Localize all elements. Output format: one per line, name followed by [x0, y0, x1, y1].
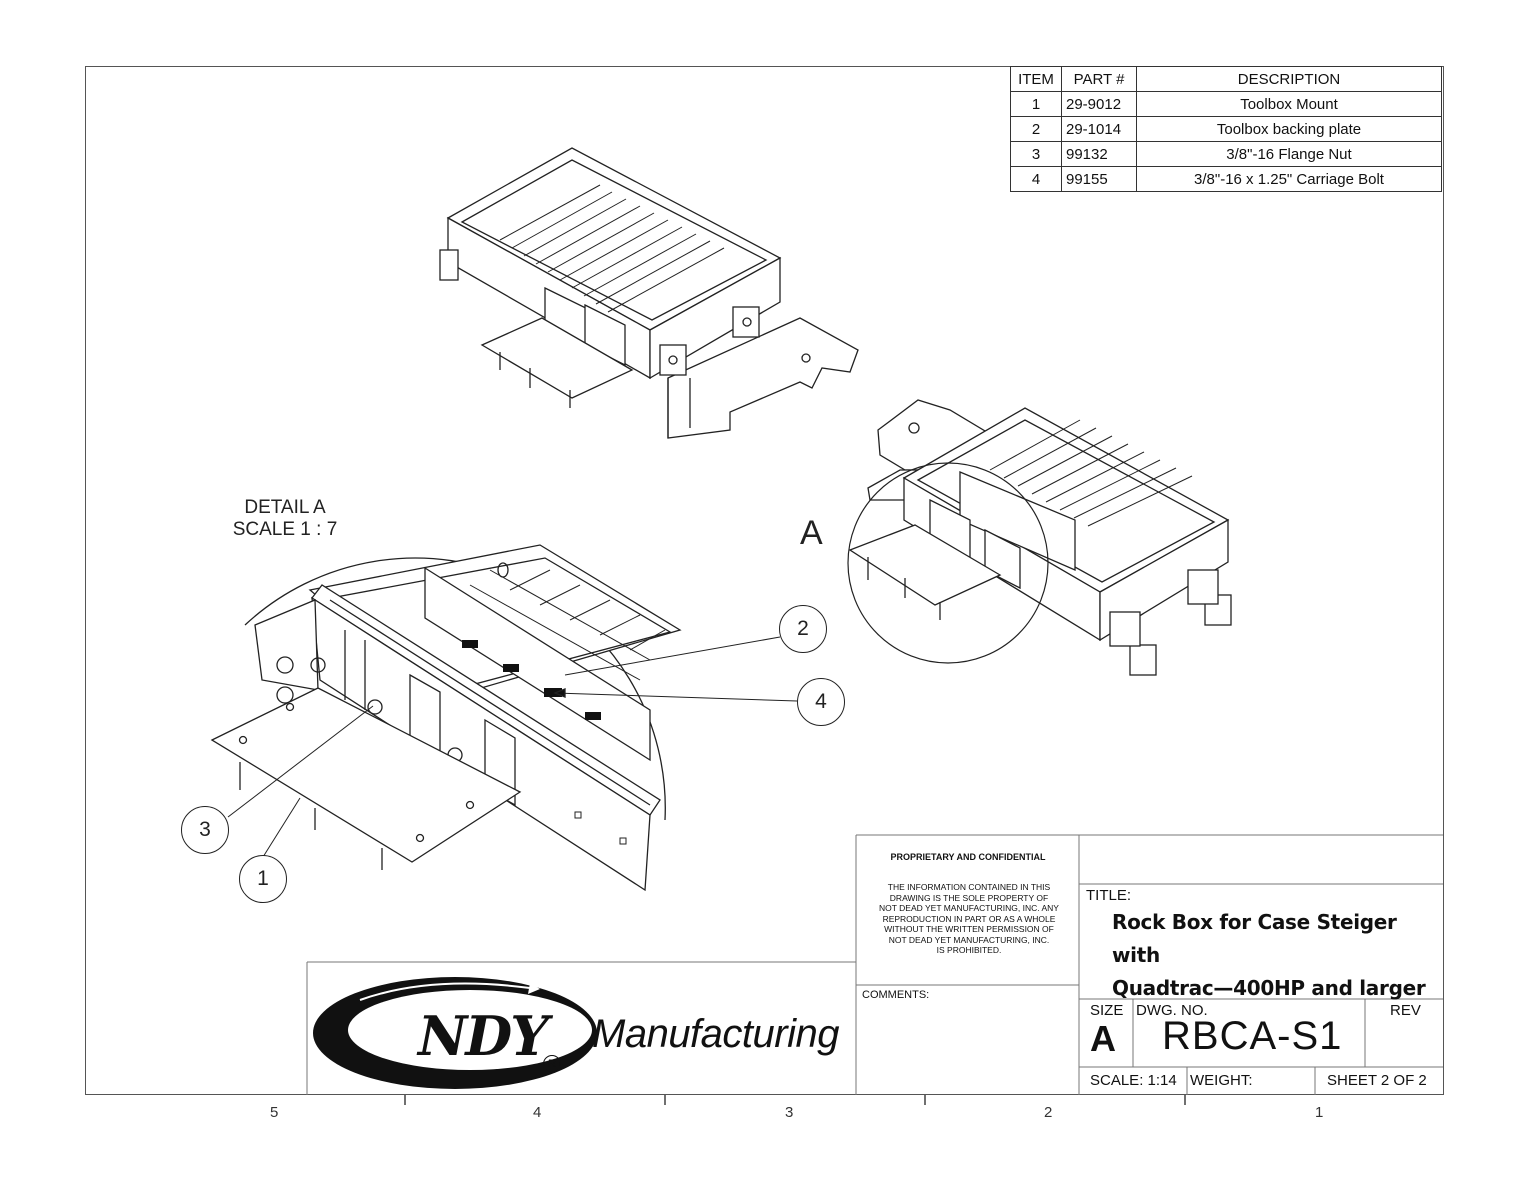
notice-line: REPRODUCTION IN PART OR AS A WHOLE — [882, 913, 1056, 924]
detail-scale: SCALE 1 : 7 — [232, 519, 338, 540]
title-label: TITLE: — [1086, 887, 1132, 904]
drawing-title-line: Rock Box for Case Steiger with — [1112, 910, 1397, 967]
comments-label: COMMENTS: — [862, 989, 930, 1001]
bom-header-row: ITEM PART # DESCRIPTION — [1010, 66, 1442, 92]
drawing-title-line: Quadtrac—400HP and larger — [1112, 976, 1426, 1000]
balloon-2: 2 — [779, 605, 827, 653]
top-isometric-view — [439, 147, 859, 439]
registered-mark: R — [543, 1055, 561, 1073]
bom-row: 2 29-1014 Toolbox backing plate — [1010, 116, 1442, 142]
proprietary-title: PROPRIETARY AND CONFIDENTIAL — [890, 852, 1046, 862]
zone-label-1: 1 — [1315, 1104, 1324, 1121]
notice-line: NOT DEAD YET MANUFACTURING, INC. — [888, 934, 1050, 945]
bom-cell-part: 29-1014 — [1061, 116, 1137, 142]
rev-label: REV — [1390, 1002, 1421, 1019]
bom-cell-description: 3/8"-16 x 1.25" Carriage Bolt — [1136, 166, 1442, 192]
size-value: A — [1090, 1018, 1116, 1059]
bom-cell-item: 2 — [1010, 116, 1062, 142]
dwg-no-label: DWG. NO. — [1136, 1002, 1208, 1019]
notice-line: NOT DEAD YET MANUFACTURING, INC. ANY — [879, 903, 1059, 913]
logo-wordmark: Manufacturing — [592, 1012, 839, 1056]
bom-table: ITEM PART # DESCRIPTION 1 29-9012 Toolbo… — [1010, 66, 1442, 192]
bom-cell-part: 99155 — [1061, 166, 1137, 192]
logo-mark-text: NDY — [418, 1004, 549, 1068]
bom-cell-description: Toolbox Mount — [1136, 91, 1442, 117]
balloon-3: 3 — [181, 806, 229, 854]
zone-label-4: 4 — [533, 1104, 542, 1121]
zone-label-5: 5 — [270, 1104, 279, 1121]
weight-label: WEIGHT: — [1190, 1072, 1253, 1089]
sheet-number: SHEET 2 OF 2 — [1327, 1072, 1427, 1089]
ndy-logo-mark — [313, 977, 597, 1089]
balloon-1: 1 — [239, 855, 287, 903]
bom-cell-item: 4 — [1010, 166, 1062, 192]
bom-cell-part: 29-9012 — [1061, 91, 1137, 117]
bom-header-part: PART # — [1061, 66, 1137, 92]
dwg-no-value: RBCA-S1 — [1162, 1014, 1343, 1058]
notice-line: IS PROHIBITED. — [936, 945, 1002, 955]
bom-row: 3 99132 3/8"-16 Flange Nut — [1010, 141, 1442, 167]
bom-header-item: ITEM — [1010, 66, 1062, 92]
zone-label-2: 2 — [1044, 1104, 1053, 1121]
bom-cell-description: Toolbox backing plate — [1136, 116, 1442, 142]
notice-line: WITHOUT THE WRITTEN PERMISSION OF — [884, 924, 1054, 934]
scale-value: SCALE: 1:14 — [1090, 1072, 1177, 1089]
detail-label: DETAIL A SCALE 1 : 7 — [200, 497, 370, 541]
notice-line: THE INFORMATION CONTAINED IN THIS — [887, 882, 1051, 892]
detail-a-view — [210, 544, 798, 892]
size-label: SIZE — [1090, 1002, 1124, 1019]
detail-title: DETAIL A — [244, 497, 326, 518]
drawing-border — [85, 66, 1444, 1095]
bom-cell-item: 3 — [1010, 141, 1062, 167]
proprietary-notice: THE INFORMATION CONTAINED IN THIS DRAWIN… — [860, 882, 1078, 956]
zone-label-3: 3 — [785, 1104, 794, 1121]
bom-header-description: DESCRIPTION — [1136, 66, 1442, 92]
right-isometric-view — [847, 399, 1232, 676]
bom-cell-part: 99132 — [1061, 141, 1137, 167]
view-letter: A — [800, 514, 823, 552]
bom-cell-description: 3/8"-16 Flange Nut — [1136, 141, 1442, 167]
bom-row: 1 29-9012 Toolbox Mount — [1010, 91, 1442, 117]
notice-line: DRAWING IS THE SOLE PROPERTY OF — [889, 892, 1049, 903]
balloon-4: 4 — [797, 678, 845, 726]
bom-row: 4 99155 3/8"-16 x 1.25" Carriage Bolt — [1010, 166, 1442, 192]
bom-cell-item: 1 — [1010, 91, 1062, 117]
drawing-title: Rock Box for Case Steiger with Quadtrac—… — [1112, 906, 1432, 1005]
